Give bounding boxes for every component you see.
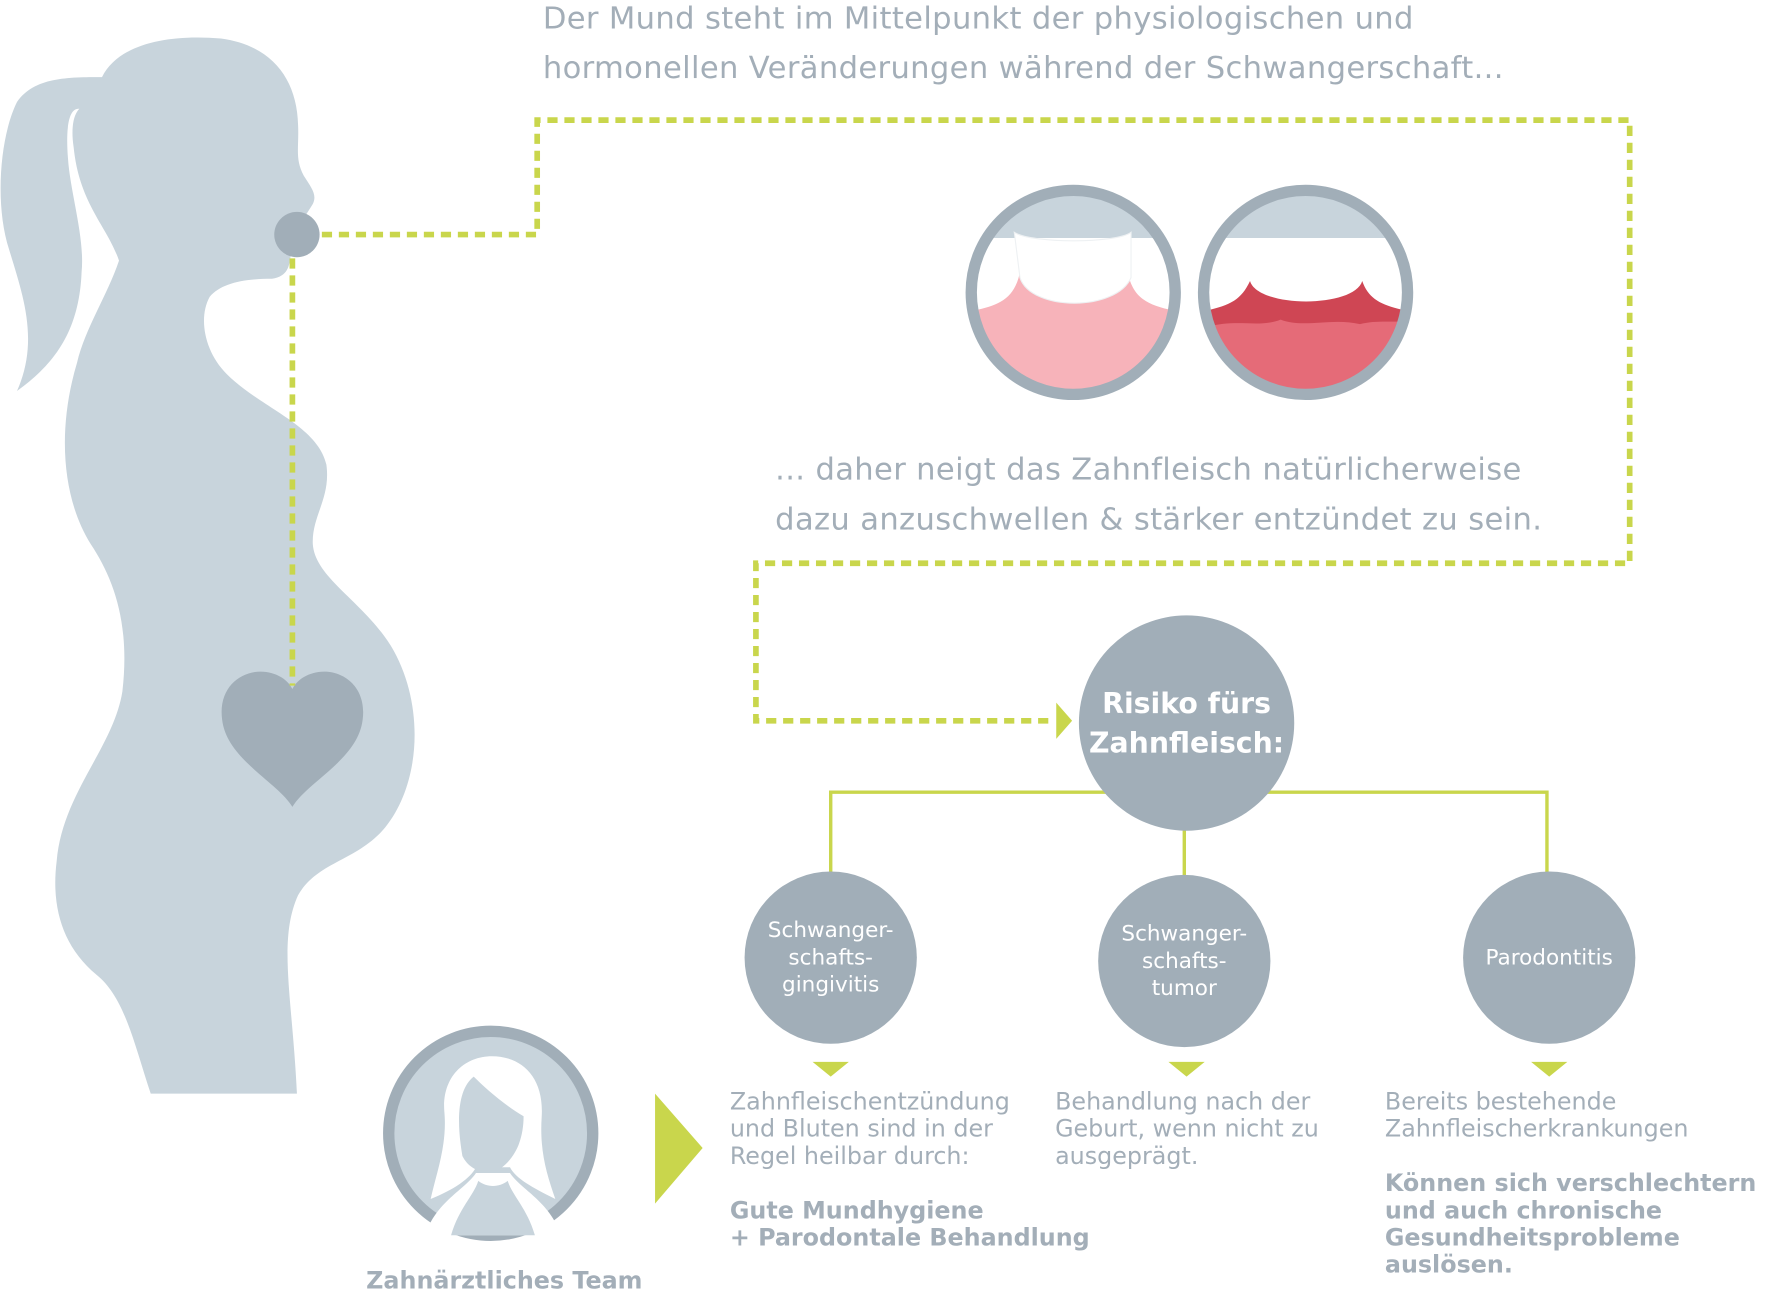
detail-line: Regel heilbar durch:: [729, 1142, 970, 1170]
detail-line: Zahnfleischerkrankungen: [1384, 1115, 1689, 1143]
detail-bold-line: Gesundheitsprobleme: [1384, 1223, 1680, 1252]
risk-label: gingivitis: [782, 972, 880, 998]
detail-line: Geburt, wenn nicht zu: [1055, 1115, 1319, 1143]
risk-title: Risiko fürs: [1102, 686, 1271, 720]
risk-label: schafts-: [1142, 948, 1227, 974]
detail-line: Zahnfleischentzündung: [729, 1087, 1010, 1116]
risk-parodontitis: Parodontitis: [1463, 871, 1636, 1044]
detail-line: Bereits bestehende: [1384, 1087, 1617, 1116]
risk-label: schafts-: [788, 945, 873, 971]
dotted-connector: [289, 117, 1633, 724]
risk-title: Zahnfleisch:: [1089, 726, 1285, 760]
detail-parodontitis: Bereits bestehende Zahnfleischerkrankung…: [1385, 1088, 1756, 1278]
detail-line: Behandlung nach der: [1055, 1087, 1311, 1116]
risk-tumor: Schwanger-schafts-tumor: [1098, 874, 1271, 1048]
risk-label: Schwanger-: [767, 917, 894, 943]
intro-line: Der Mund steht im Mittelpunkt der physio…: [542, 1, 1414, 37]
intro-text: Der Mund steht im Mittelpunkt der physio…: [543, 0, 1504, 94]
mouth-marker: [274, 211, 320, 258]
detail-line: und Bluten sind in der: [729, 1115, 993, 1143]
big-arrow-right-icon: [655, 1093, 703, 1204]
heart-icon: [221, 671, 364, 807]
pregnant-woman-silhouette: [0, 37, 415, 1094]
detail-line: ausgeprägt.: [1055, 1142, 1199, 1170]
arrow-right-icon: [1056, 702, 1073, 739]
risk-gingivitis: Schwanger-schafts-gingivitis: [744, 871, 917, 1044]
detail-bold-line: Gute Mundhygiene: [729, 1196, 984, 1224]
dentist-avatar-icon: [383, 1025, 599, 1241]
detail-gingivitis: Zahnfleischentzündung und Bluten sind in…: [730, 1088, 1090, 1251]
detail-tumor: Behandlung nach der Geburt, wenn nicht z…: [1055, 1088, 1319, 1170]
down-arrows: [812, 1061, 1568, 1077]
risk-label: tumor: [1151, 975, 1217, 1001]
consequence-line: dazu anzuschwellen & stärker entzündet z…: [775, 502, 1543, 538]
detail-bold-line: und auch chronische: [1384, 1196, 1663, 1224]
consequence-line: ... daher neigt das Zahnfleisch natürlic…: [775, 452, 1522, 488]
detail-bold-line: + Parodontale Behandlung: [729, 1223, 1090, 1252]
risk-label: Parodontitis: [1485, 945, 1613, 971]
intro-line: hormonellen Veränderungen während der Sc…: [542, 50, 1504, 87]
risk-label: Schwanger-: [1121, 921, 1248, 947]
consequence-text: ... daher neigt das Zahnfleisch natürlic…: [775, 445, 1542, 545]
detail-bold-line: Können sich verschlechtern: [1384, 1169, 1757, 1197]
healthy-gums-icon: [965, 184, 1181, 401]
detail-bold-line: auslösen.: [1384, 1251, 1513, 1279]
inflamed-gums-icon: [1197, 184, 1414, 401]
team-label: Zahnärztliches Team: [366, 1267, 643, 1295]
